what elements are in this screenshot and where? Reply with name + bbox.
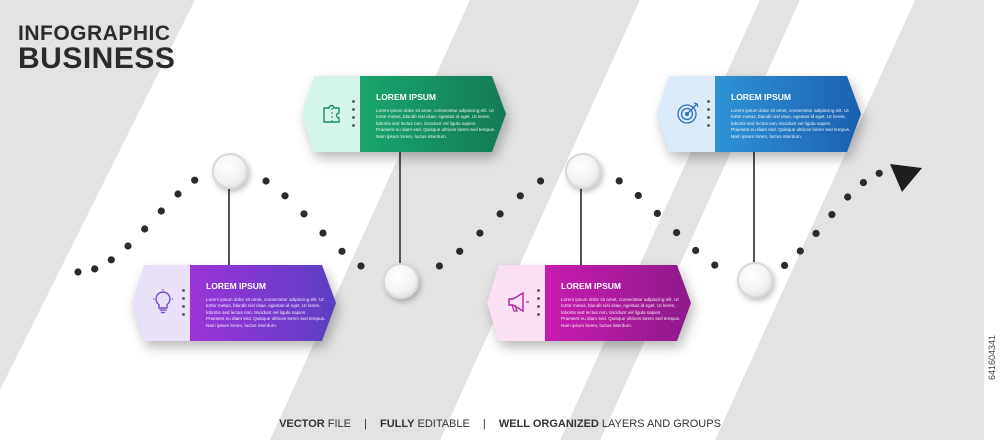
card-shape — [132, 265, 336, 341]
card-shape — [302, 76, 506, 152]
path-dot — [357, 262, 365, 270]
stem-3 — [580, 172, 582, 268]
path-dot — [516, 192, 524, 200]
step-card-2: LOREM IPSUM Lorem ipsum dolor sit amet, … — [302, 76, 506, 152]
path-node-4 — [737, 262, 773, 298]
path-dot — [496, 210, 504, 218]
footer-organized-rest: LAYERS AND GROUPS — [601, 418, 721, 430]
footer-organized-bold: WELL ORGANIZED — [498, 418, 599, 430]
path-node-1 — [212, 153, 248, 189]
stock-id: 641604341 — [987, 334, 997, 380]
path-dot — [673, 229, 681, 237]
card-shape — [487, 265, 691, 341]
path-dot — [828, 211, 836, 219]
path-dot — [319, 229, 327, 237]
path-dot — [615, 177, 623, 185]
path-dot — [859, 179, 868, 187]
footer-separator-1: | — [364, 418, 367, 430]
card-dots — [182, 289, 186, 321]
path-dot — [796, 247, 804, 255]
stem-2 — [399, 150, 401, 265]
path-dot — [456, 247, 464, 255]
path-dot — [537, 177, 545, 185]
puzzle-icon — [323, 104, 340, 123]
path-dot — [844, 193, 852, 201]
target-icon — [677, 102, 699, 124]
card-dots — [537, 289, 541, 321]
path-dot — [124, 242, 132, 250]
footer-editable-bold: FULLY — [379, 418, 415, 430]
path-dot — [875, 169, 883, 177]
path-dot — [435, 262, 443, 270]
path-node-3 — [565, 153, 601, 189]
path-dot — [141, 225, 149, 233]
step-heading: LOREM IPSUM — [561, 281, 621, 291]
step-card-1: LOREM IPSUM Lorem ipsum dolor sit amet, … — [132, 265, 336, 341]
title-line-2: BUSINESS — [18, 42, 176, 75]
card-text-panel — [715, 76, 861, 152]
card-icon-panel — [487, 265, 547, 341]
step-heading: LOREM IPSUM — [731, 92, 791, 102]
card-text-panel — [545, 265, 691, 341]
title-line-1: INFOGRAPHIC — [18, 22, 171, 45]
stem-4 — [753, 150, 755, 262]
path-dot — [191, 176, 199, 184]
card-shape — [657, 76, 861, 152]
step-heading: LOREM IPSUM — [376, 92, 436, 102]
path-dot — [781, 261, 789, 269]
arrow-head-icon — [890, 164, 922, 192]
step-body: Lorem ipsum dolor sit amet, consectetur … — [376, 108, 496, 139]
lightbulb-icon — [153, 289, 173, 314]
path-dot — [91, 265, 99, 273]
path-dots — [74, 169, 883, 276]
path-dot — [281, 192, 289, 200]
stock-strip — [984, 0, 1000, 440]
path-dot — [174, 190, 182, 198]
step-card-3: LOREM IPSUM Lorem ipsum dolor sit amet, … — [487, 265, 691, 341]
footer-caption: VECTOR FILE | FULLY EDITABLE | WELL ORGA… — [0, 418, 1000, 430]
stem-1 — [228, 170, 230, 268]
path-dot — [634, 191, 642, 200]
megaphone-icon — [508, 291, 529, 313]
step-heading: LOREM IPSUM — [206, 281, 266, 291]
footer-vector-rest: FILE — [327, 418, 351, 430]
path-dot — [74, 268, 82, 276]
path-dot — [692, 246, 700, 255]
path-dot — [157, 207, 165, 215]
card-text-panel — [360, 76, 506, 152]
step-body: Lorem ipsum dolor sit amet, consectetur … — [731, 108, 851, 139]
card-dots — [352, 100, 356, 132]
path-node-2 — [383, 263, 419, 299]
path-dot — [653, 209, 662, 217]
footer-editable-rest: EDITABLE — [417, 418, 470, 430]
path-dot — [262, 177, 270, 185]
path-dot — [338, 247, 346, 255]
card-icon-panel — [132, 265, 192, 341]
path-dot — [812, 229, 820, 237]
path-dot — [476, 229, 484, 237]
step-body: Lorem ipsum dolor sit amet, consectetur … — [206, 297, 326, 328]
path-dot — [300, 210, 308, 218]
card-text-panel — [190, 265, 336, 341]
step-body: Lorem ipsum dolor sit amet, consectetur … — [561, 297, 681, 328]
step-card-4: LOREM IPSUM Lorem ipsum dolor sit amet, … — [657, 76, 861, 152]
footer-vector-bold: VECTOR — [279, 418, 325, 430]
path-dot — [107, 256, 115, 264]
card-dots — [707, 100, 711, 132]
path-dot — [711, 261, 719, 269]
footer-separator-2: | — [482, 418, 486, 430]
